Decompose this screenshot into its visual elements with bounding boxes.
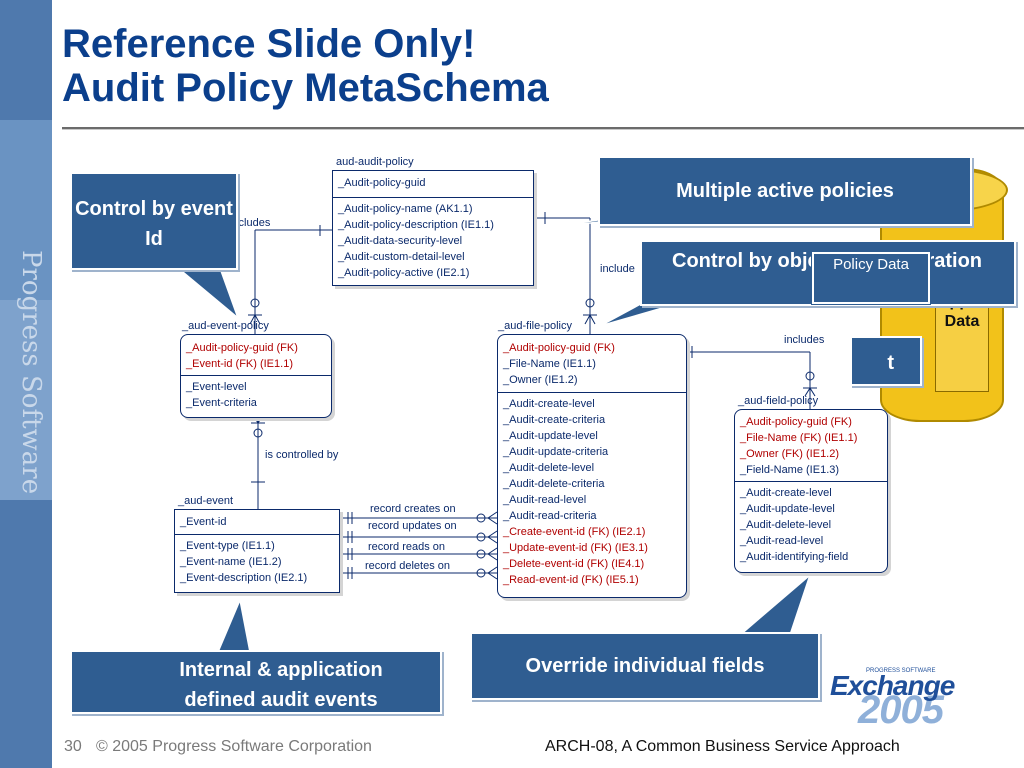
entity-key: _Audit-policy-guid (FK) [740,416,852,428]
rel-label-includes-left: includes [230,217,271,229]
rel-label-controlled-by: is controlled by [265,449,339,461]
page-number: 30 [64,738,82,755]
entity-attr: _Audit-create-criteria [503,414,606,426]
callout-control-by-event-id: Control by event Id [70,172,238,270]
entity-key: _Audit-policy-guid (FK) [186,342,298,354]
entity-key: _File-Name (IE1.1) [503,358,596,370]
entity-key: _Event-id (FK) (IE1.1) [186,358,293,370]
entity-attr-fk: _Delete-event-id (FK) (IE4.1) [503,558,645,570]
entity-key: _Audit-policy-guid (FK) [503,342,615,354]
entity-attr: _Event-description (IE2.1) [180,572,308,584]
entity-attr: _Audit-update-level [503,430,598,442]
entity-attr-fk: _Create-event-id (FK) (IE2.1) [503,526,646,538]
entity-attr: _Audit-read-level [503,494,587,506]
entity-event: _Event-id _Event-type (IE1.1) _Event-nam… [174,509,340,593]
entity-file-policy: _Audit-policy-guid (FK) _File-Name (IE1.… [497,334,687,598]
copyright: © 2005 Progress Software Corporation [96,738,372,755]
entity-attr-fk: _Update-event-id (FK) (IE3.1) [503,542,648,554]
entity-name-audit-policy: aud-audit-policy [336,156,414,168]
callout-internal-audit-events: Internal & application defined audit eve… [70,650,442,714]
entity-attr: _Audit-create-level [740,487,832,499]
entity-event-policy: _Audit-policy-guid (FK) _Event-id (FK) (… [180,334,332,418]
entity-key: _Field-Name (IE1.3) [740,464,840,476]
logo-year: 2005 [858,688,944,732]
entity-name-event-policy: _aud-event-policy [182,320,269,332]
entity-key: _Owner (IE1.2) [503,374,578,386]
entity-attr: _Audit-identifying-field [740,551,849,563]
entity-attr: _Event-name (IE1.2) [180,556,282,568]
rel-label-includes-right: includes [784,334,825,346]
rel-label-record-updates: record updates on [368,520,457,532]
callout-multiple-active-policies: Multiple active policies [598,156,972,226]
session-title: ARCH-08, A Common Business Service Appro… [545,738,900,755]
entity-attr: _Audit-custom-detail-level [338,251,465,263]
logo-exchange: Exchange [830,670,955,701]
title-line-1: Reference Slide Only! [62,22,476,66]
title-divider [62,127,1024,129]
entity-attr: _Event-criteria [186,397,257,409]
entity-key: _Event-id [180,516,227,528]
entity-attr-fk: _Read-event-id (FK) (IE5.1) [503,574,639,586]
logo-small-text: PROGRESS SOFTWARE [866,668,936,674]
sidebar-band: Progress Software [0,0,52,768]
entity-attr: _Audit-update-level [740,503,835,515]
entity-key: _Owner (FK) (IE1.2) [740,448,840,460]
entity-attr: _Audit-data-security-level [338,235,463,247]
entity-name-event: _aud-event [178,495,234,507]
entity-audit-policy: _Audit-policy-guid _Audit-policy-name (A… [332,170,534,286]
callout-object-fragment: t [850,336,922,386]
rel-label-record-deletes: record deletes on [365,560,450,572]
entity-key: _Audit-policy-guid [338,177,426,189]
entity-attr: _Audit-read-criteria [503,510,597,522]
title-line-2: Audit Policy MetaSchema [62,66,549,110]
entity-attr: _Audit-policy-description (IE1.1) [338,219,494,231]
entity-name-field-policy: _aud-field-policy [738,395,819,407]
slide-title: Reference Slide Only! Audit Policy MetaS… [62,22,549,110]
policy-data-label: Policy Data [811,251,931,305]
entity-name-file-policy: _aud-file-policy [498,320,572,332]
callout-override-fields: Override individual fields [470,632,820,700]
rel-label-record-creates: record creates on [370,503,456,515]
entity-attr: _Audit-policy-name (AK1.1) [338,203,473,215]
entity-field-policy: _Audit-policy-guid (FK) _File-Name (FK) … [734,409,888,573]
entity-attr: _Audit-delete-level [740,519,832,531]
entity-attr: _Audit-create-level [503,398,595,410]
entity-attr: _Audit-delete-criteria [503,478,605,490]
title-divider-shadow [62,129,1024,130]
entity-attr: _Event-type (IE1.1) [180,540,275,552]
entity-attr: _Audit-delete-level [503,462,595,474]
entity-attr: _Audit-policy-active (IE2.1) [338,267,470,279]
rel-label-record-reads: record reads on [368,541,446,553]
entity-attr: _Audit-read-level [740,535,824,547]
entity-attr: _Audit-update-criteria [503,446,609,458]
rel-label-includes-mid: include [600,263,635,275]
entity-attr: _Event-level [186,381,247,393]
entity-key: _File-Name (FK) (IE1.1) [740,432,858,444]
